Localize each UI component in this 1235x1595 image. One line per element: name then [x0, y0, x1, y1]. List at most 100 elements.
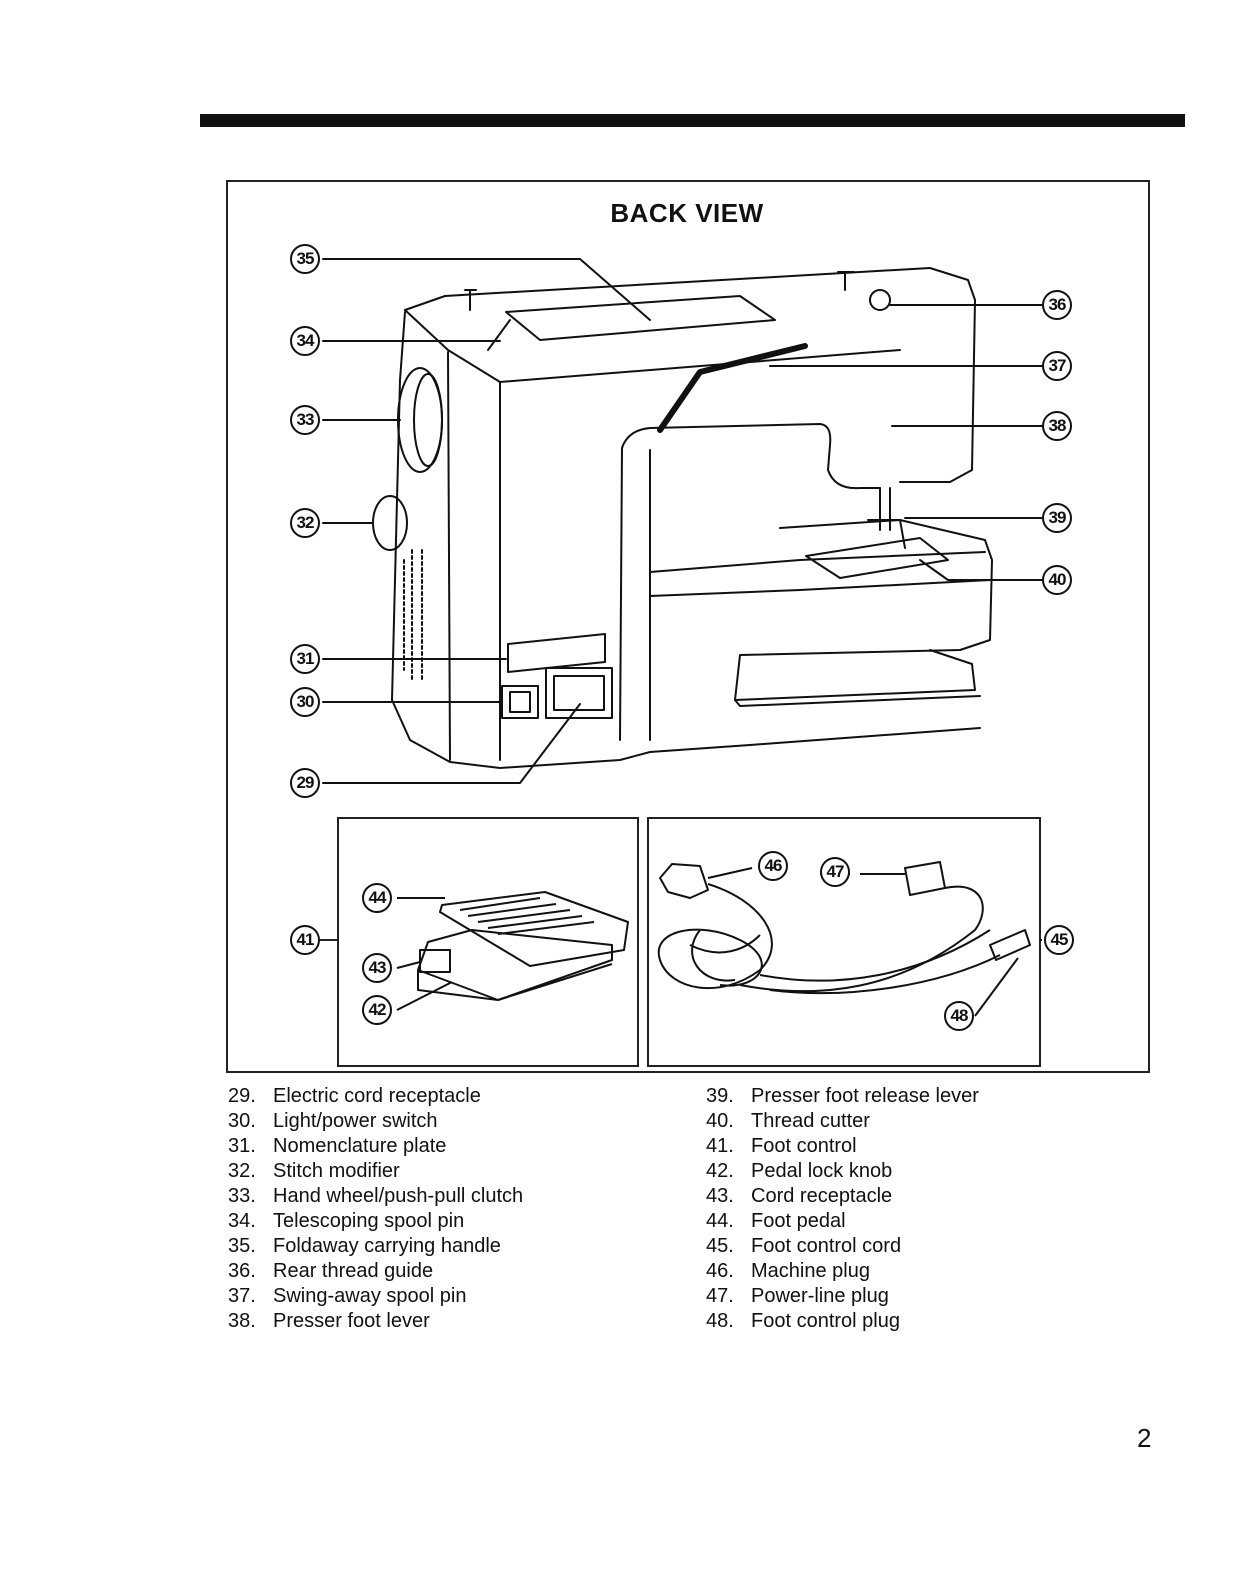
legend-label: Presser foot release lever	[751, 1085, 979, 1107]
legend-label: Swing-away spool pin	[273, 1285, 467, 1307]
nomenclature-plate	[507, 633, 606, 673]
callout-30: 30	[290, 687, 320, 717]
callout-42: 42	[362, 995, 392, 1025]
legend-label: Telescoping spool pin	[273, 1210, 465, 1232]
needle-plate	[805, 537, 949, 579]
legend-number: 46.	[706, 1260, 734, 1282]
foot-control-plug	[989, 929, 1031, 961]
callout-36: 36	[1042, 290, 1072, 320]
legend-label: Rear thread guide	[273, 1260, 434, 1282]
power-switch	[501, 685, 539, 719]
callout-46: 46	[758, 851, 788, 881]
legend-number: 32.	[228, 1160, 256, 1182]
legend-right: 39. Presser foot release lever 40. Thread …	[706, 1084, 979, 1334]
foot-control-illustration	[396, 891, 629, 1011]
legend-number: 39.	[706, 1085, 734, 1107]
callout-47: 47	[820, 857, 850, 887]
legend-item: 40. Thread cutter	[706, 1109, 979, 1134]
legend-item: 46. Machine plug	[706, 1259, 979, 1284]
machine-base-front	[391, 699, 981, 769]
carrying-handle	[505, 295, 776, 341]
legend-item: 45.Foot control cord	[706, 1234, 979, 1259]
legend-label: Pedal lock knob	[751, 1160, 893, 1182]
rear-thread-guide	[869, 289, 891, 311]
page-number: 2	[1137, 1423, 1152, 1453]
legend-item: 29. Electric cord receptacle	[228, 1084, 523, 1109]
callout-39: 39	[1042, 503, 1072, 533]
legend-number: 48.	[706, 1310, 734, 1332]
legend-item: 47.Power-line plug	[706, 1284, 979, 1309]
callout-32: 32	[290, 508, 320, 538]
legend-label: Foot control	[751, 1135, 857, 1157]
legend-label: Electric cord receptacle	[273, 1085, 481, 1107]
legend-label: Hand wheel/push-pull clutch	[273, 1185, 524, 1207]
callout-45: 45	[1044, 925, 1074, 955]
callout-44: 44	[362, 883, 392, 913]
legend-item: 36. Rear thread guide	[228, 1259, 523, 1284]
legend-item: 43. Cord receptacle	[706, 1184, 979, 1209]
legend-label: Foot control plug	[751, 1310, 900, 1332]
machine-top-lid	[404, 267, 976, 483]
diagram-frame	[226, 180, 1150, 1073]
legend-item: 34. Telescoping spool pin	[228, 1209, 523, 1234]
legend-item: 38. Presser foot lever	[228, 1309, 523, 1334]
callout-43: 43	[362, 953, 392, 983]
legend-number: 36.	[228, 1260, 256, 1282]
callout-41: 41	[290, 925, 320, 955]
legend-label: Foot pedal	[751, 1210, 846, 1232]
cord-receptacle	[545, 667, 613, 719]
cords-illustration	[657, 861, 1031, 1017]
legend-number: 38.	[228, 1310, 256, 1332]
swing-away-spool-pin	[657, 343, 808, 433]
legend-label: Machine plug	[751, 1260, 870, 1282]
callout-35: 35	[290, 244, 320, 274]
cord-inset	[647, 817, 1041, 1067]
legend-number: 41.	[706, 1135, 734, 1157]
legend-label: Light/power switch	[273, 1110, 438, 1132]
legend-item: 33. Hand wheel/push-pull clutch	[228, 1184, 523, 1209]
legend-label: Stitch modifier	[273, 1160, 400, 1182]
callout-38: 38	[1042, 411, 1072, 441]
legend-number: 43.	[706, 1185, 734, 1207]
legend-item: 39. Presser foot release lever	[706, 1084, 979, 1109]
callout-37: 37	[1042, 351, 1072, 381]
legend-item: 37. Swing-away spool pin	[228, 1284, 523, 1309]
legend-number: 37.	[228, 1285, 256, 1307]
legend-number: 34.	[228, 1210, 256, 1232]
callout-31: 31	[290, 644, 320, 674]
legend-item: 35. Foldaway carrying handle	[228, 1234, 523, 1259]
callout-48: 48	[944, 1001, 974, 1031]
legend-number: 31.	[228, 1135, 256, 1157]
arm-opening	[619, 423, 881, 741]
legend-left: 29. Electric cord receptacle 30. Light/pow…	[228, 1084, 523, 1334]
legend-number: 45.	[706, 1235, 734, 1257]
callout-40: 40	[1042, 565, 1072, 595]
legend-number: 42.	[706, 1160, 734, 1182]
legend-number: 40.	[706, 1110, 734, 1132]
machine-lid-edge	[404, 309, 901, 383]
legend-item: 42. Pedal lock knob	[706, 1159, 979, 1184]
legend-number: 35.	[228, 1235, 256, 1257]
legend-number: 33.	[228, 1185, 256, 1207]
stitch-modifier	[372, 495, 408, 551]
legend-item: 32. Stitch modifier	[228, 1159, 523, 1184]
legend-item: 48. Foot control plug	[706, 1309, 979, 1334]
callout-29: 29	[290, 768, 320, 798]
legend-number: 44.	[706, 1210, 734, 1232]
diagram-title: BACK VIEW	[610, 198, 764, 228]
legend-label: Foldaway carrying handle	[273, 1235, 501, 1257]
legend-item: 41. Foot control	[706, 1134, 979, 1159]
foot-control-inset	[337, 817, 639, 1067]
legend-label: Nomenclature plate	[273, 1135, 447, 1157]
legend-label: Presser foot lever	[273, 1310, 430, 1332]
legend-label: Thread cutter	[751, 1110, 870, 1132]
legend-number: 30.	[228, 1110, 256, 1132]
spool-pin-top	[464, 289, 477, 311]
legend-label: Cord receptacle	[751, 1185, 893, 1207]
free-arm-bed	[734, 519, 993, 701]
legend-number: 29.	[228, 1085, 256, 1107]
callout-33: 33	[290, 405, 320, 435]
callout-34: 34	[290, 326, 320, 356]
legend-label: Power-line plug	[751, 1285, 889, 1307]
